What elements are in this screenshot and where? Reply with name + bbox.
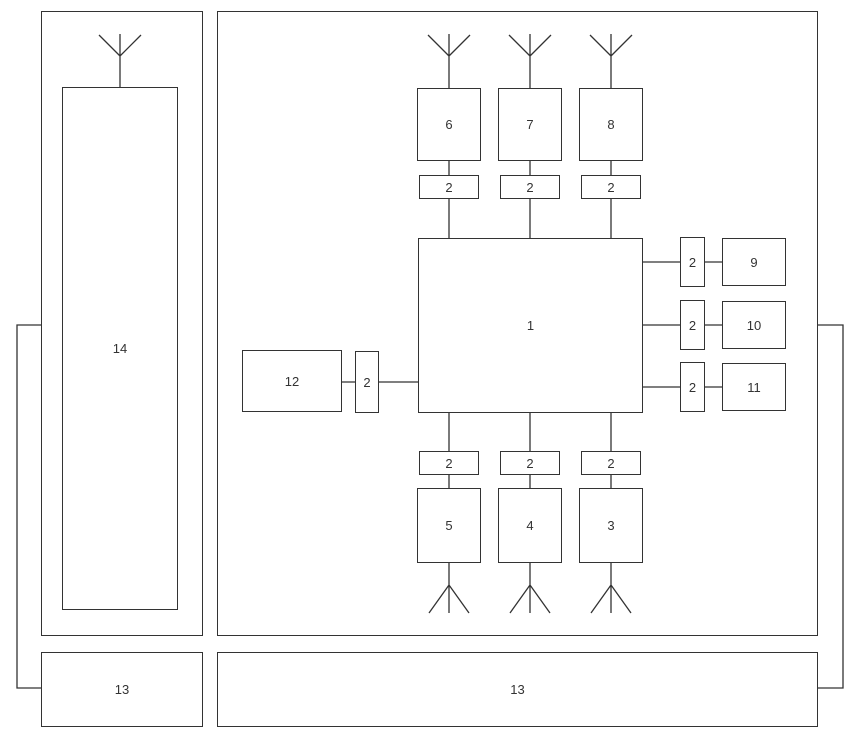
antenna-icon [98, 34, 142, 87]
block-9-label: 9 [750, 254, 758, 270]
right-bracket [818, 324, 844, 689]
block-6: 6 [417, 88, 481, 161]
bar-13-right-label: 13 [510, 682, 525, 697]
block-5-label: 5 [445, 518, 453, 533]
block-4-label: 4 [526, 518, 534, 533]
coupler-label: 2 [526, 179, 534, 195]
block-1: 1 [418, 238, 643, 413]
coupler-2-right-2: 2 [680, 300, 705, 350]
coupler-label: 2 [363, 374, 371, 390]
coupler-2-bottom-3: 2 [581, 451, 641, 475]
coupler-2-top-2: 2 [500, 175, 560, 199]
block-9: 9 [722, 238, 786, 286]
coupler-2-top-3: 2 [581, 175, 641, 199]
coupler-label: 2 [607, 179, 615, 195]
block-14: 14 [62, 87, 178, 610]
block-11: 11 [722, 363, 786, 411]
block-4: 4 [498, 488, 562, 563]
coupler-2-right-1: 2 [680, 237, 705, 287]
block-5: 5 [417, 488, 481, 563]
coupler-label: 2 [607, 455, 615, 471]
coupler-2-bottom-1: 2 [419, 451, 479, 475]
coupler-2-right-3: 2 [680, 362, 705, 412]
block-3: 3 [579, 488, 643, 563]
antenna-icon [589, 34, 633, 88]
antenna-icon [590, 563, 632, 614]
coupler-2-left: 2 [355, 351, 379, 413]
block-12-label: 12 [284, 373, 300, 389]
block-12: 12 [242, 350, 342, 412]
antenna-icon [428, 563, 470, 614]
block-8-label: 8 [607, 117, 615, 132]
left-bracket [16, 324, 41, 689]
bar-13-left: 13 [41, 652, 203, 727]
block-3-label: 3 [607, 518, 615, 533]
coupler-label: 2 [445, 179, 453, 195]
coupler-label: 2 [526, 455, 534, 471]
coupler-2-top-1: 2 [419, 175, 479, 199]
coupler-label: 2 [445, 455, 453, 471]
antenna-icon [427, 34, 471, 88]
block-11-label: 11 [747, 379, 761, 395]
block-7: 7 [498, 88, 562, 161]
bar-13-left-label: 13 [114, 682, 130, 697]
block-14-label: 14 [112, 341, 128, 356]
antenna-icon [508, 34, 552, 88]
block-7-label: 7 [526, 117, 534, 132]
block-1-label: 1 [526, 318, 535, 333]
right-enclosure [217, 11, 818, 636]
antenna-icon [509, 563, 551, 614]
block-6-label: 6 [445, 117, 453, 132]
left-enclosure [41, 11, 203, 636]
coupler-label: 2 [688, 254, 697, 270]
bar-13-right: 13 [217, 652, 818, 727]
block-8: 8 [579, 88, 643, 161]
coupler-2-bottom-2: 2 [500, 451, 560, 475]
coupler-label: 2 [688, 317, 697, 333]
coupler-label: 2 [688, 379, 697, 395]
block-10: 10 [722, 301, 786, 349]
block-10-label: 10 [746, 317, 762, 333]
